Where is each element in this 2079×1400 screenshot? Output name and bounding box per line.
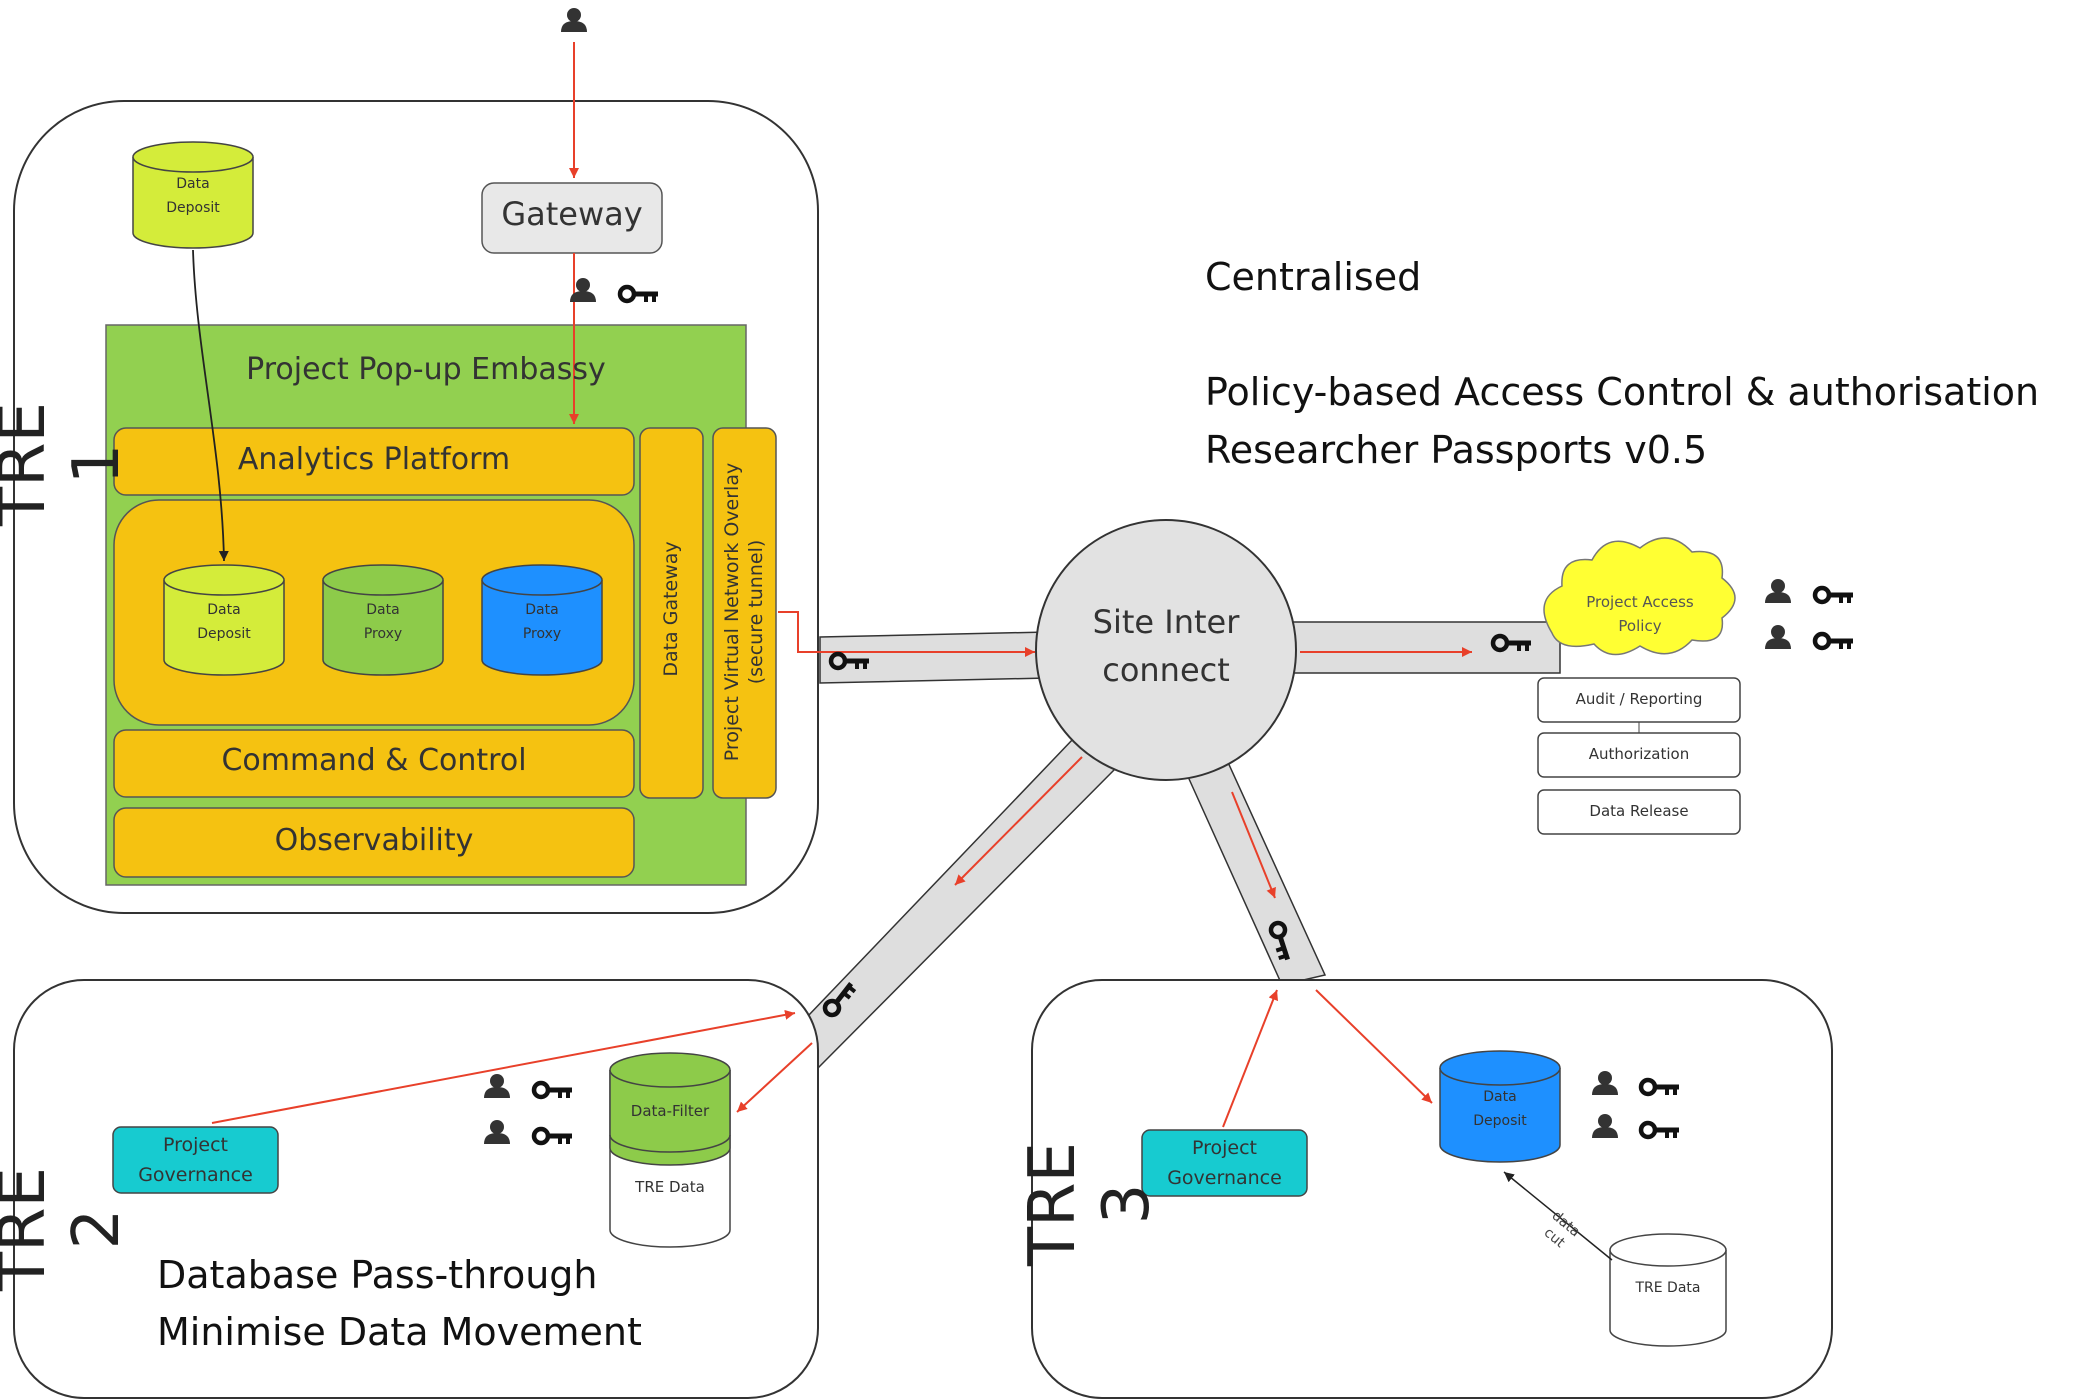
tre2-data-label: TRE Data — [635, 1178, 705, 1196]
gateway-label: Gateway — [501, 195, 643, 233]
data-gateway-label: Data Gateway — [660, 541, 682, 677]
green-proxy-label: Data Proxy — [363, 602, 403, 642]
vno-label: Project Virtual Network Overlay (secure … — [720, 412, 768, 812]
blue-data-proxy-cylinder — [481, 564, 603, 676]
command-label: Command & Control — [221, 743, 527, 778]
release-label: Data Release — [1589, 802, 1689, 820]
centralised-note: Centralised — [1205, 255, 1422, 299]
tre3-governance-box — [1141, 1129, 1308, 1197]
data-gateway-bar — [639, 427, 704, 799]
user-icon — [561, 8, 587, 32]
vno-line1: Project Virtual Network Overlay — [721, 462, 743, 762]
green-data-proxy-cylinder — [322, 564, 444, 676]
audit-label: Audit / Reporting — [1575, 690, 1703, 708]
authorization-label: Authorization — [1588, 745, 1690, 763]
hub-label: Site Inter connect — [1092, 603, 1240, 689]
inner-data-deposit-cylinder — [163, 564, 285, 676]
tre2-governance-box — [112, 1126, 279, 1194]
inner-deposit-label: Data Deposit — [197, 602, 251, 642]
policy-cloud — [1543, 537, 1736, 656]
command-bar — [113, 729, 635, 798]
tre2-caption1: Database Pass-through — [157, 1253, 598, 1297]
embassy-title: Project Pop-up Embassy — [246, 352, 606, 387]
vno-line2: (secure tunnel) — [745, 539, 767, 685]
key-icon — [1815, 634, 1853, 649]
analytics-label: Analytics Platform — [237, 442, 511, 477]
passports-note: Researcher Passports v0.5 — [1205, 428, 1708, 472]
tre3-deposit-label: Data Deposit — [1473, 1089, 1527, 1129]
gateway-box — [481, 182, 663, 254]
tre2-governance-label: Project Governance — [138, 1134, 253, 1186]
tre3-governance-label: Project Governance — [1167, 1137, 1282, 1189]
release-box — [1537, 789, 1741, 835]
tre3-data-cylinder — [1609, 1233, 1727, 1347]
observability-bar — [113, 807, 635, 878]
tre2-filter-label: Data-Filter — [630, 1102, 710, 1120]
vno-bar — [712, 427, 777, 799]
cloud-label: Project Access Policy — [1586, 593, 1694, 635]
user-icon — [1765, 579, 1791, 603]
blue-proxy-label: Data Proxy — [522, 602, 562, 642]
data-cut-arrow — [1503, 1171, 1613, 1261]
analytics-bar — [113, 427, 635, 496]
tre2-filter-cylinder — [609, 1052, 731, 1248]
deposit-flow-arrow — [192, 249, 229, 562]
policy-note: Policy-based Access Control & authorisat… — [1205, 370, 2040, 414]
tre3-deposit-cylinder — [1439, 1050, 1561, 1163]
key-icon — [1815, 588, 1853, 603]
tre2-caption2: Minimise Data Movement — [157, 1310, 642, 1354]
user-icon — [1765, 625, 1791, 649]
outer-data-deposit-cylinder — [132, 141, 254, 249]
flow-arrows — [211, 42, 1472, 1128]
tre3-data-label: TRE Data — [1635, 1280, 1701, 1296]
outer-deposit-label: Data Deposit — [166, 176, 220, 216]
observability-label: Observability — [274, 823, 474, 858]
site-interconnect-hub — [1035, 519, 1297, 781]
